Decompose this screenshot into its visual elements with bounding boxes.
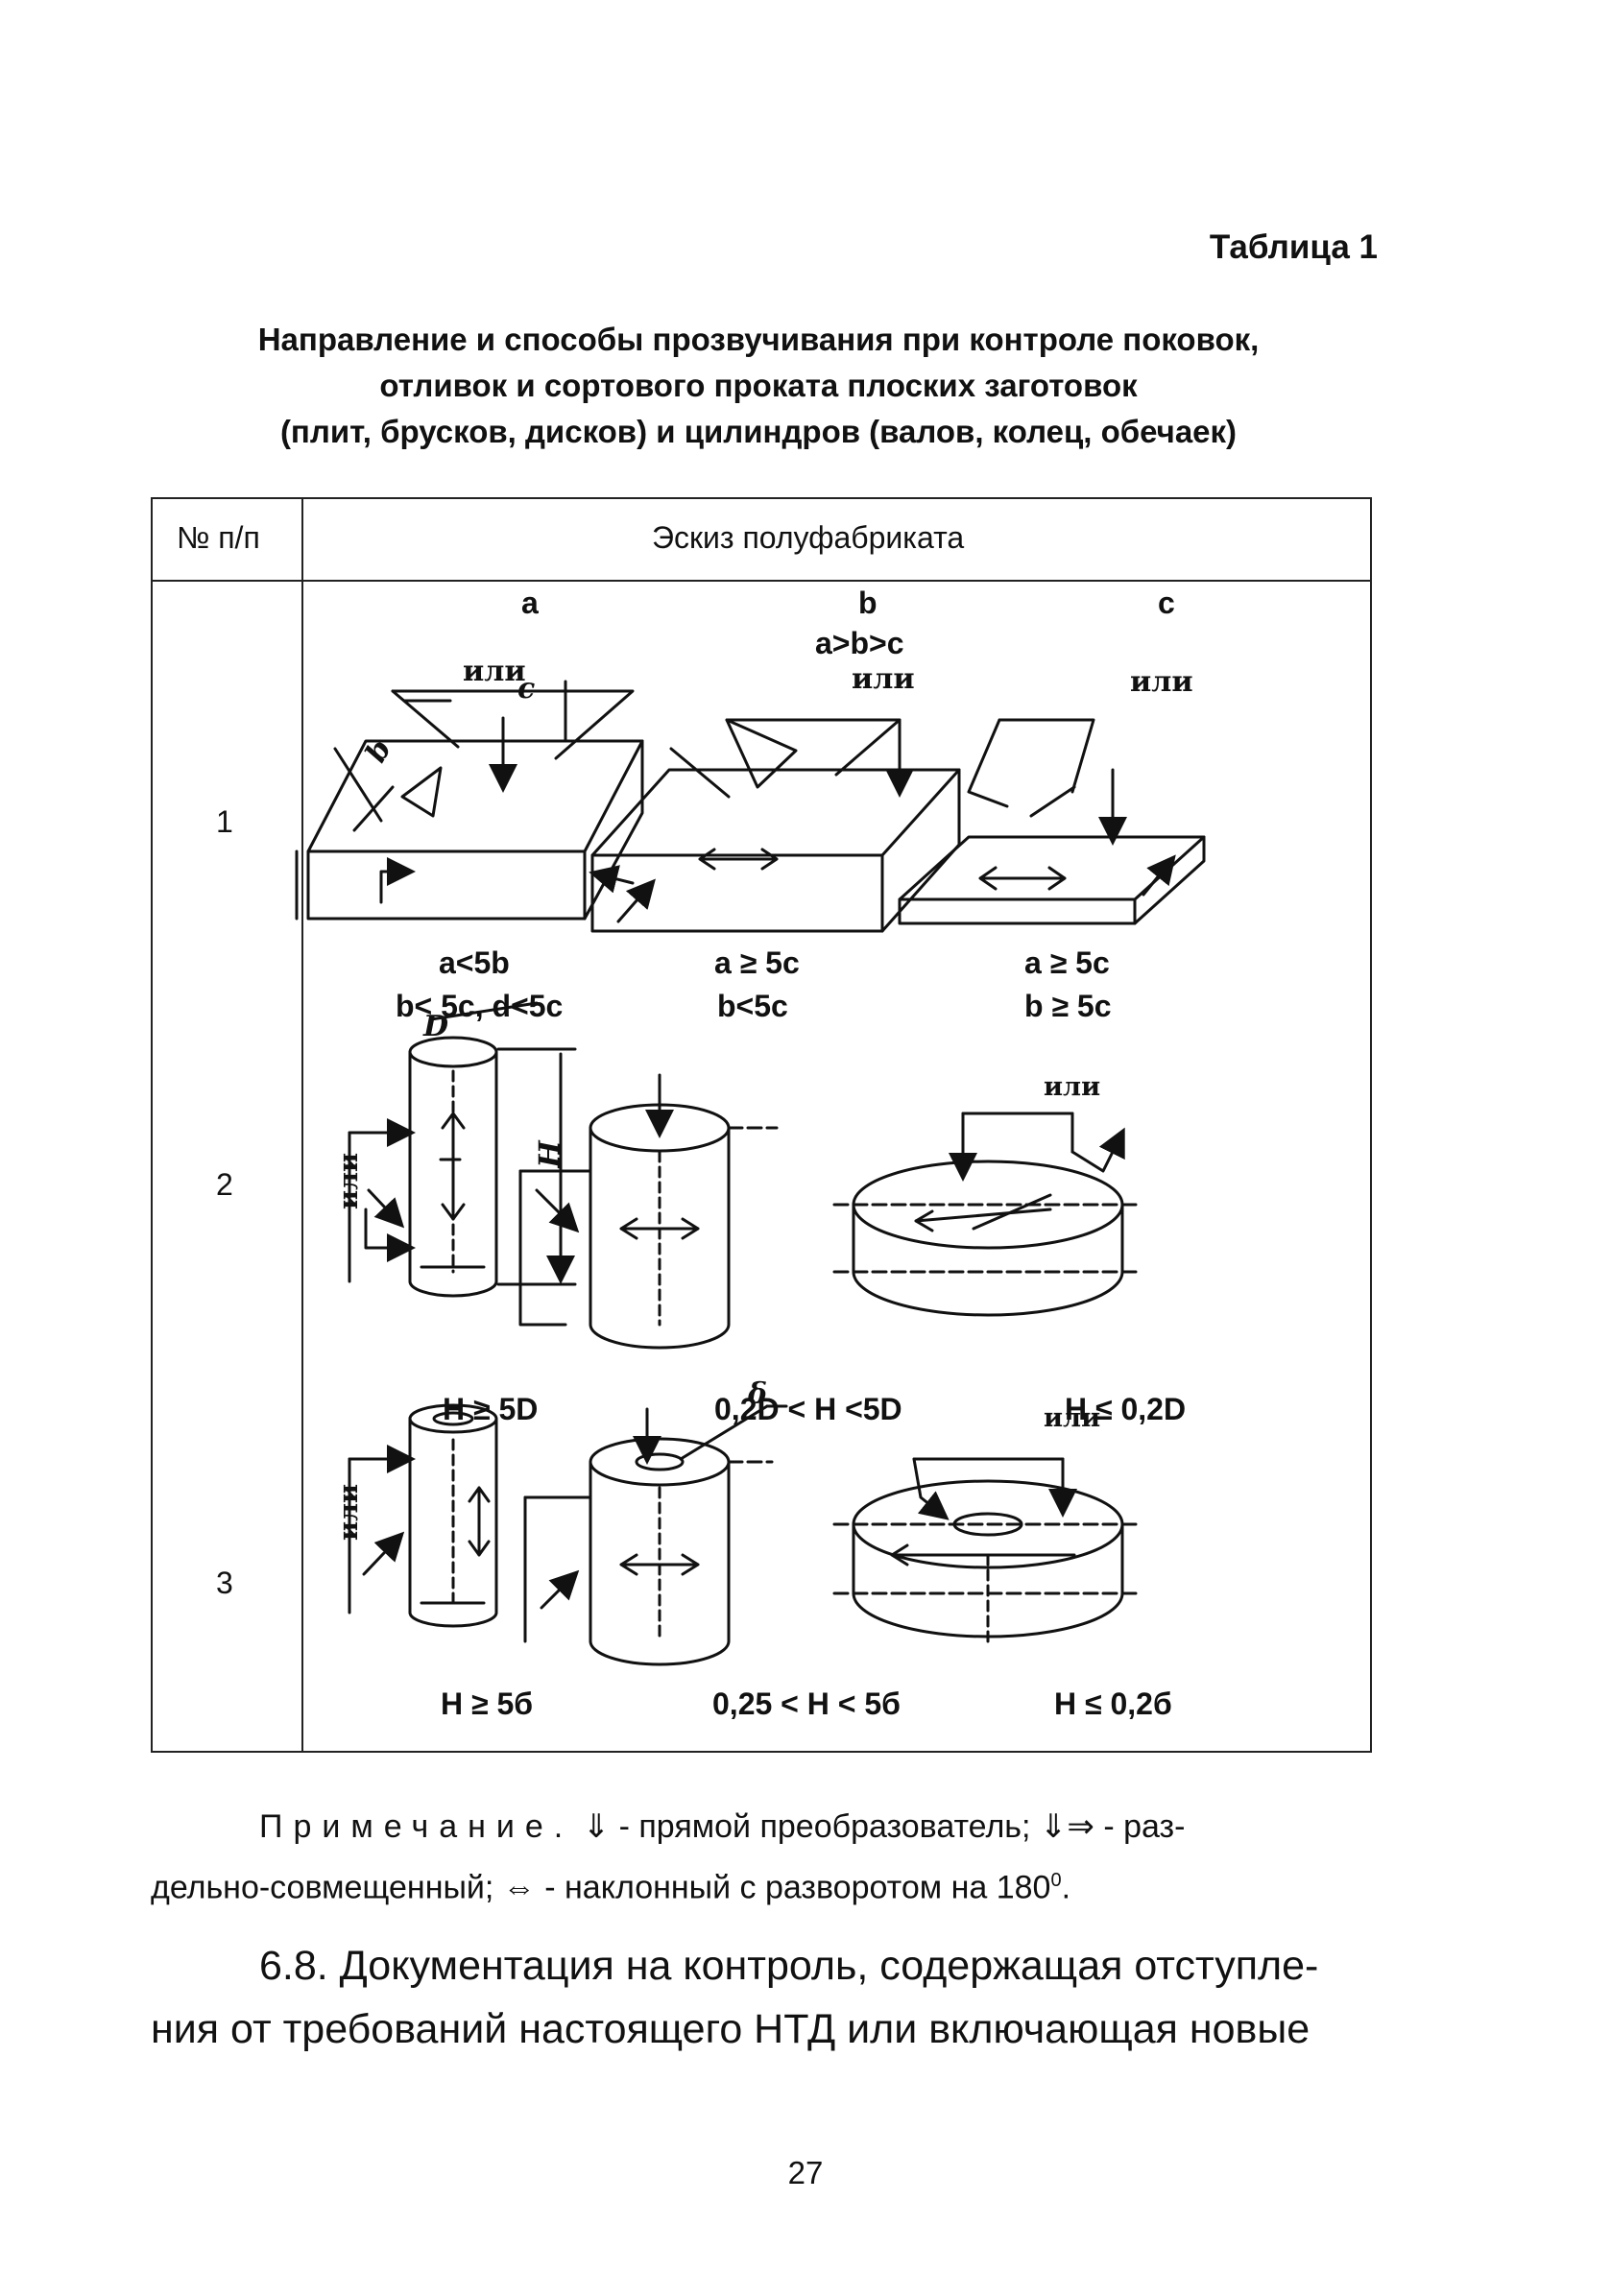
condition-label: a ≥ 5c — [1024, 945, 1110, 980]
condition-label: H ≥ 5D — [443, 1392, 539, 1426]
ili-label: или — [1130, 665, 1193, 699]
cylinder-sketch-a — [348, 1001, 577, 1298]
title-line: (плит, брусков, дисков) и цилиндров (вал… — [279, 414, 1238, 449]
column-label-b: b — [858, 586, 878, 620]
row-number: 2 — [216, 1167, 233, 1202]
row-number: 1 — [216, 804, 233, 839]
ili-label: или — [1044, 1403, 1101, 1433]
title-line: Направление и способы прозвучивания при … — [257, 322, 1260, 357]
table-title: Направление и способы прозвучивания при … — [144, 317, 1373, 455]
table-label: Таблица 1 — [1209, 228, 1378, 266]
note-superscript: 0 — [1050, 1870, 1062, 1891]
disk-sketch-c — [832, 1112, 1143, 1317]
paragraph-line: 6.8. Документация на контроль, содержаща… — [259, 1943, 1319, 1989]
condition-label: H ≤ 0,2б — [1054, 1686, 1172, 1721]
condition-label: a ≥ 5c — [714, 945, 800, 980]
sketch-table: № п/п Эскиз полуфабриката 1 2 3 a b c a>… — [151, 497, 1372, 1753]
note-label: Примечание. — [259, 1808, 574, 1845]
condition-label: H ≤ 0,2D — [1065, 1392, 1187, 1426]
condition-label: 0,2D < H <5D — [714, 1392, 902, 1426]
plate-sketch-a — [295, 680, 644, 921]
relation-label: a>b>c — [815, 626, 904, 660]
ili-label: или — [334, 1483, 365, 1542]
note-text: дельно-совмещенный; ⇔ - наклонный с разв… — [151, 1869, 1051, 1906]
note-end: . — [1061, 1869, 1071, 1906]
plate-sketch-b — [590, 718, 961, 933]
sketch-drawings — [295, 680, 1206, 1666]
table-note: Примечание. ⇓ - прямой преобразователь; … — [151, 1800, 1372, 1914]
tube-sketch-b — [523, 1404, 788, 1666]
dimension-c-label: c — [517, 672, 536, 706]
dimension-d-label: D — [423, 1010, 449, 1043]
condition-label: a<5b — [439, 945, 510, 980]
condition-label: b<5c — [717, 989, 788, 1023]
condition-label: b< 5c, d<5c — [396, 989, 564, 1023]
column-label-a: a — [521, 586, 539, 620]
ili-label: или — [334, 1152, 365, 1210]
condition-label: 0,25 < H < 5б — [712, 1686, 901, 1721]
condition-label: H ≥ 5б — [441, 1686, 534, 1721]
column-header-sketch: Эскиз полуфабриката — [652, 520, 965, 555]
header-divider — [153, 580, 1370, 582]
condition-label: b ≥ 5c — [1024, 989, 1112, 1023]
column-header-number: № п/п — [177, 520, 260, 555]
ili-label: или — [1044, 1072, 1101, 1102]
note-text: ⇓ - прямой преобразователь; ⇓⇒ - раз- — [573, 1808, 1186, 1845]
ring-sketch-c — [832, 1457, 1143, 1643]
tube-sketch-a — [348, 1403, 498, 1628]
row-number: 3 — [216, 1566, 233, 1600]
ili-label: или — [852, 662, 915, 696]
dimension-h-label: H — [533, 1140, 567, 1168]
ili-label: или — [463, 655, 526, 688]
column-divider — [301, 499, 303, 1751]
title-line: отливок и сортового проката плоских заго… — [379, 368, 1138, 403]
cylinder-sketch-b — [439, 1073, 779, 1350]
paragraph-line: ния от требований настоящего НТД или вкл… — [151, 2006, 1310, 2052]
body-paragraph: 6.8. Документация на контроль, содержаща… — [151, 1934, 1372, 2061]
page-number: 27 — [787, 2155, 824, 2190]
dimension-delta-label: δ — [748, 1377, 768, 1411]
plate-sketch-c — [898, 718, 1206, 925]
column-label-c: c — [1158, 586, 1175, 620]
